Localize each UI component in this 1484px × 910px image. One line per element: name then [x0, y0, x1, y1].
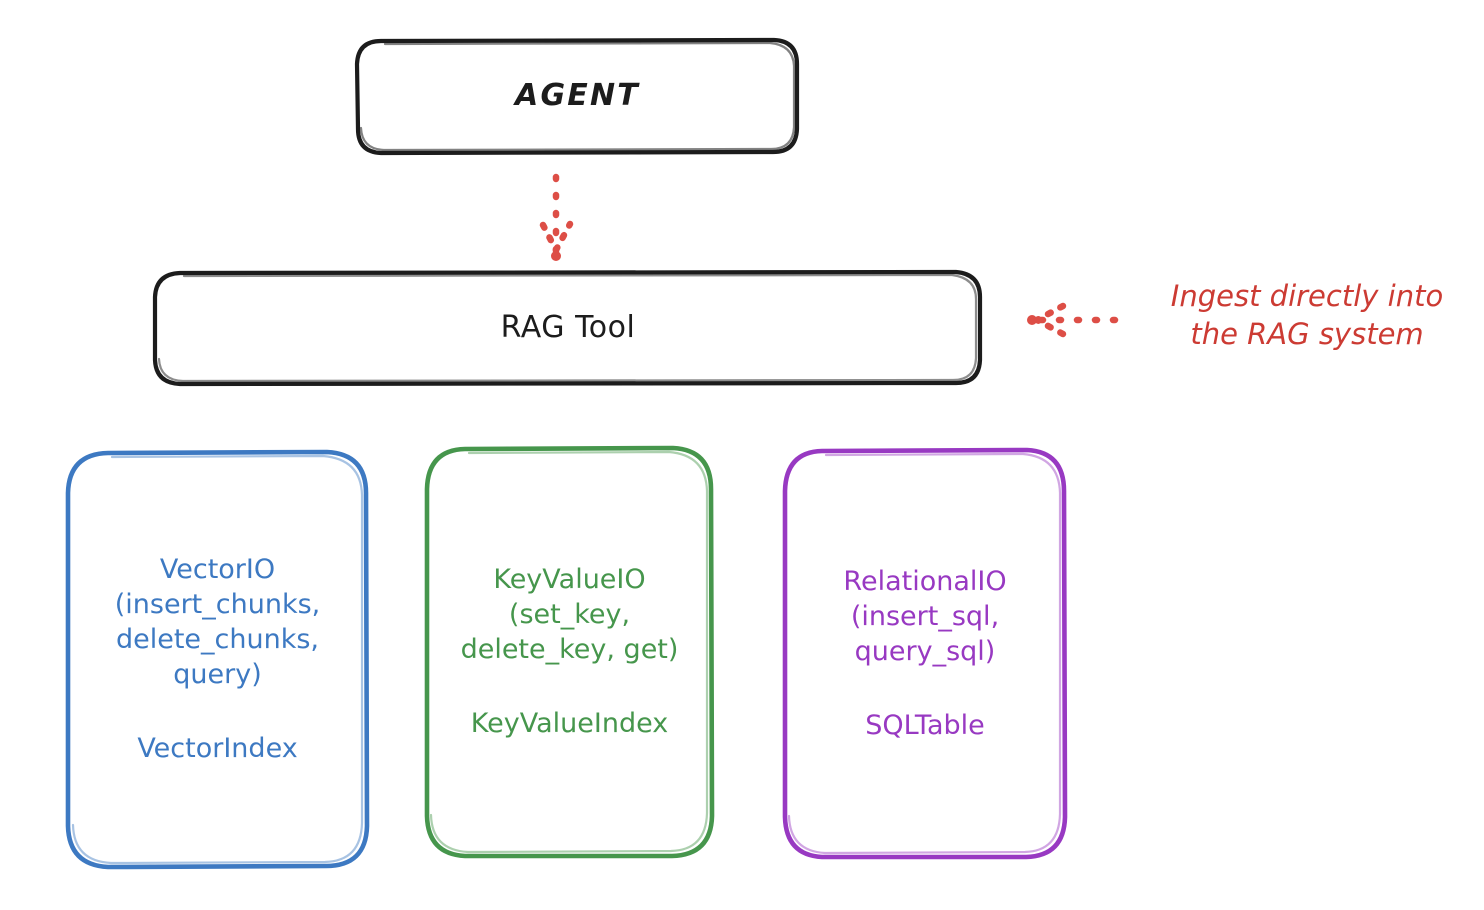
key-value-io-api-label: KeyValueIO (set_key, delete_key, get)	[460, 564, 679, 666]
ingest-annotation-text: Ingest directly into the RAG system	[1170, 279, 1444, 352]
sql-table-label: SQLTable	[865, 709, 985, 741]
vector-io-node[interactable]: VectorIO (insert_chunks, delete_chunks, …	[68, 452, 367, 867]
agent-to-ragtool-arrow	[539, 173, 574, 261]
key-value-index-label: KeyValueIndex	[470, 708, 669, 740]
agent-node[interactable]: AGENT	[357, 40, 798, 153]
vector-io-api-label: VectorIO (insert_chunks, delete_chunks, …	[114, 554, 321, 691]
relational-io-node[interactable]: RelationalIO (insert_sql, query_sql) SQL…	[785, 450, 1065, 857]
key-value-io-node[interactable]: KeyValueIO (set_key, delete_key, get) Ke…	[427, 448, 712, 856]
agent-label: AGENT	[515, 78, 640, 114]
rag-tool-node[interactable]: RAG Tool	[155, 272, 981, 384]
relational-io-api-label: RelationalIO (insert_sql, query_sql)	[843, 565, 1007, 667]
ingest-to-ragtool-arrow	[1027, 302, 1119, 338]
rag-tool-label: RAG Tool	[500, 309, 636, 345]
vector-index-label: VectorIndex	[137, 733, 298, 765]
